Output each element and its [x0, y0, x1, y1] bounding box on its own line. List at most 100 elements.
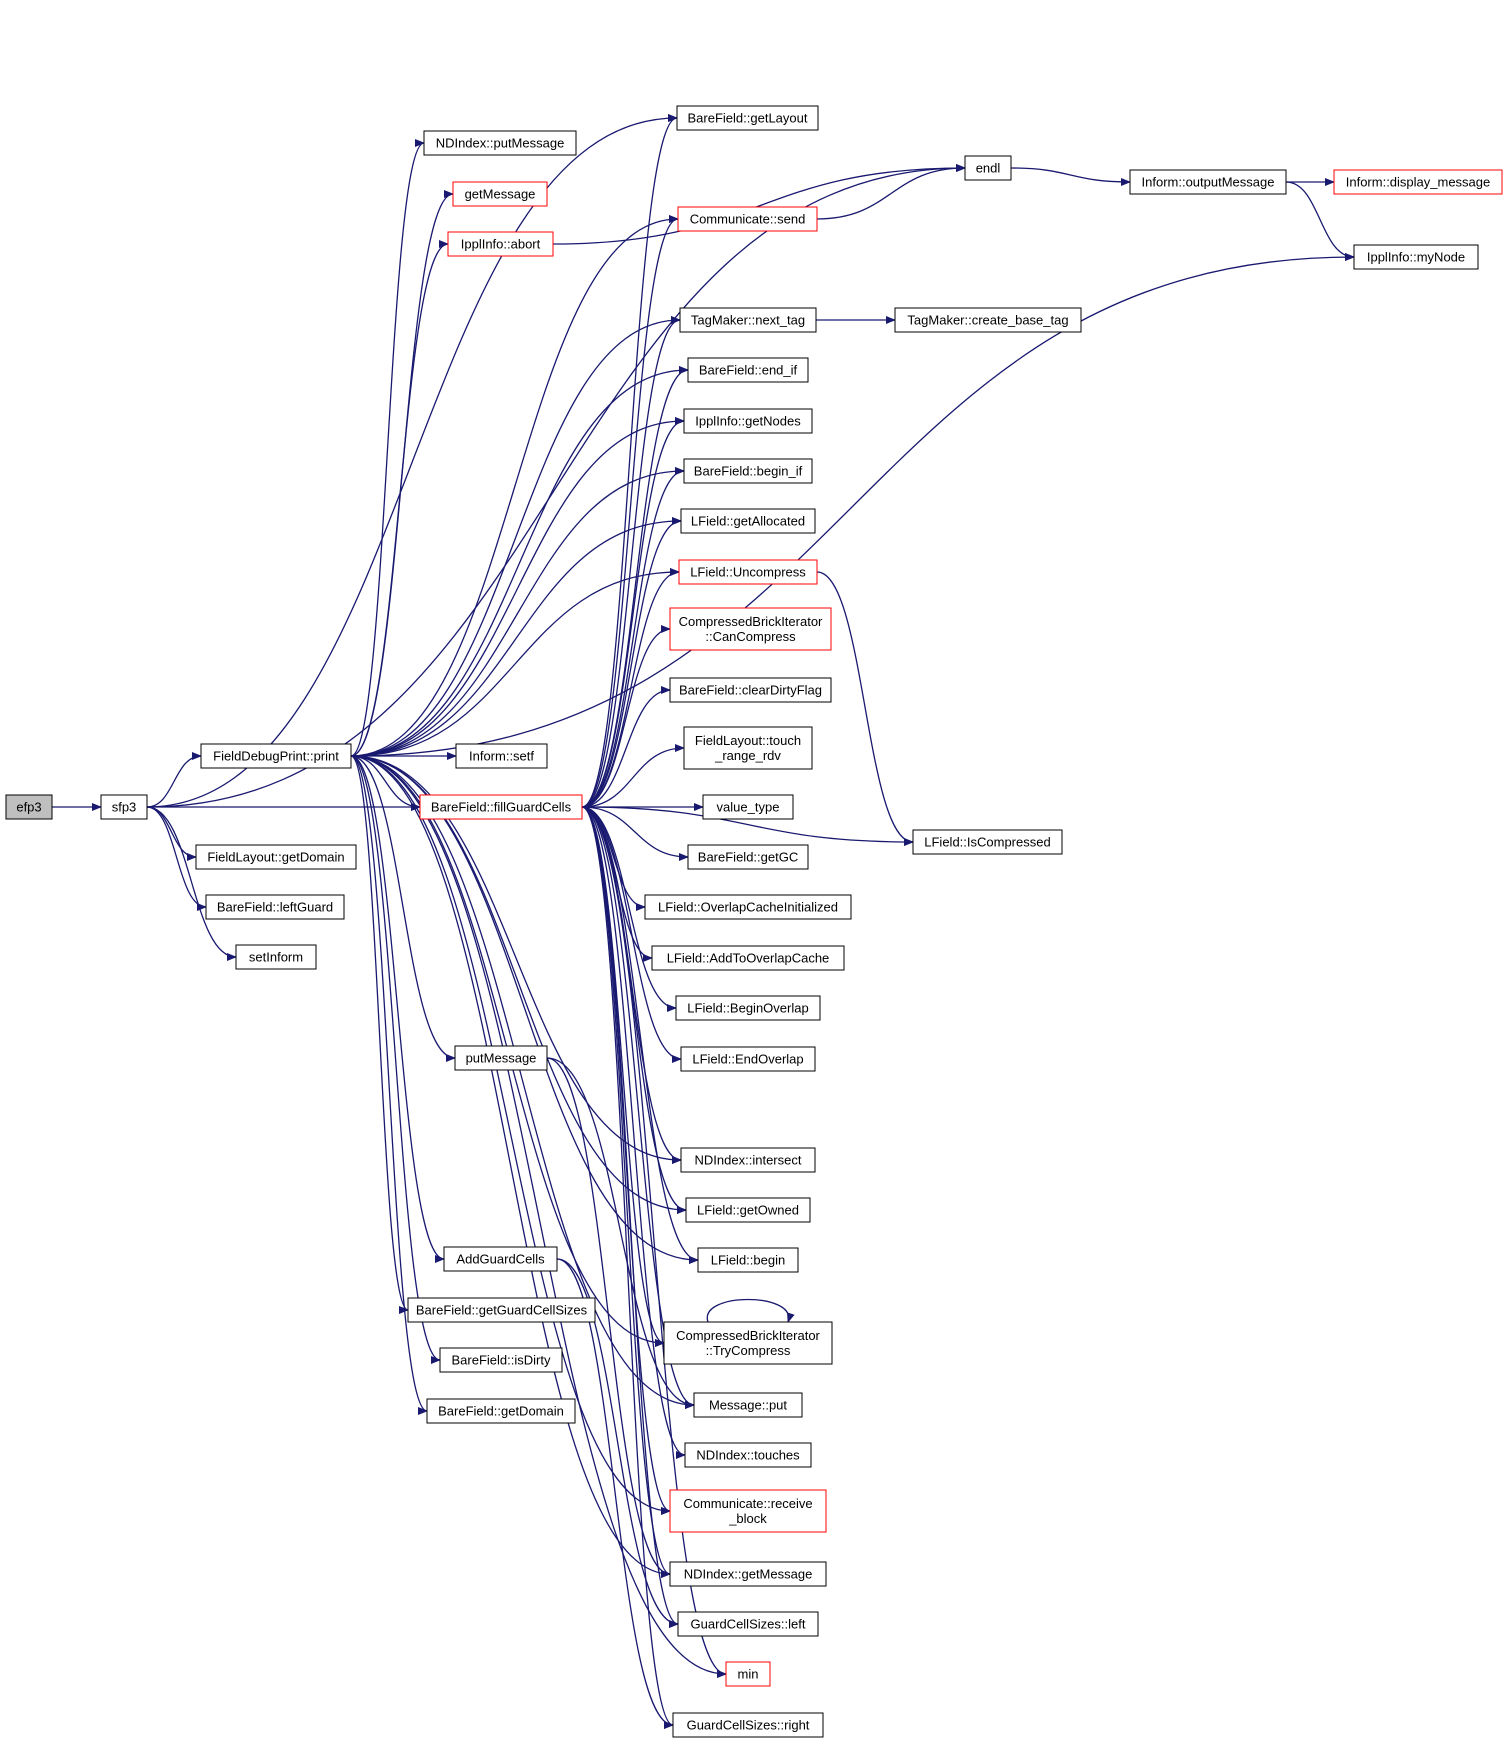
edge-bf-fillguardcells-to-ndi-getmessage: [581, 806, 671, 1578]
node-lf-getallocated[interactable]: LField::getAllocated: [680, 508, 816, 534]
node-label: BareField::isDirty: [452, 1353, 551, 1368]
node-label: FieldDebugPrint::print: [213, 749, 339, 764]
node-box: [452, 181, 548, 207]
node-bf-leftguard[interactable]: BareField::leftGuard: [205, 894, 345, 920]
node-bf-begin-if[interactable]: BareField::begin_if: [683, 458, 813, 484]
node-lf-iscompressed[interactable]: LField::IsCompressed: [912, 829, 1063, 855]
node-lf-beginoverlap[interactable]: LField::BeginOverlap: [675, 995, 821, 1021]
node-box: [912, 829, 1063, 855]
edge-comm-send-to-endl: [816, 164, 966, 220]
node-label: TagMaker::create_base_tag: [907, 313, 1068, 328]
edge-bf-fillguardcells-to-bf-begin-if: [581, 467, 685, 808]
node-lf-uncompress[interactable]: LField::Uncompress: [678, 559, 818, 585]
node-tag-create[interactable]: TagMaker::create_base_tag: [894, 307, 1082, 333]
node-label: BareField::getGC: [698, 850, 798, 865]
node-box: [439, 1347, 563, 1373]
node-ndi-putmessage[interactable]: NDIndex::putMessage: [423, 130, 577, 156]
node-box: [687, 357, 809, 383]
node-msg-put[interactable]: Message::put: [693, 1392, 803, 1418]
node-box: [697, 1247, 799, 1273]
node-min[interactable]: min: [725, 1661, 771, 1687]
node-cbi-cancompress[interactable]: CompressedBrickIterator::CanCompress: [669, 607, 832, 651]
node-ndi-intersect[interactable]: NDIndex::intersect: [680, 1147, 816, 1173]
edge-sfp3-to-fl-getdomain: [146, 806, 197, 861]
node-label: setInform: [249, 950, 303, 965]
node-lf-endoverlap[interactable]: LField::EndOverlap: [680, 1046, 816, 1072]
node-ippl-abort[interactable]: IpplInfo::abort: [447, 231, 554, 257]
node-tag-next[interactable]: TagMaker::next_tag: [679, 307, 817, 333]
node-cbi-trycompress[interactable]: CompressedBrickIterator::TryCompress: [663, 1321, 833, 1365]
node-ippl-mynode[interactable]: IpplInfo::myNode: [1353, 244, 1479, 270]
node-addguardcells[interactable]: AddGuardCells: [443, 1246, 558, 1272]
node-comm-send[interactable]: Communicate::send: [677, 206, 818, 232]
edge-addguardcells-to-gcs-left: [556, 1258, 679, 1628]
node-ndi-touches[interactable]: NDIndex::touches: [684, 1442, 812, 1468]
node-box: [1353, 244, 1479, 270]
node-bf-getlayout[interactable]: BareField::getLayout: [676, 105, 819, 131]
node-sfp3[interactable]: sfp3: [100, 794, 148, 820]
node-bf-getguardcellsizes[interactable]: BareField::getGuardCellSizes: [407, 1297, 596, 1323]
edge-bf-fillguardcells-to-ippl-getnodes: [581, 417, 685, 808]
node-label: TagMaker::next_tag: [691, 313, 805, 328]
node-label: NDIndex::intersect: [695, 1153, 802, 1168]
node-fl-getdomain[interactable]: FieldLayout::getDomain: [195, 844, 357, 870]
node-box: [1333, 169, 1503, 195]
node-label: min: [738, 1667, 759, 1682]
node-fl-touch[interactable]: FieldLayout::touch_range_rdv: [683, 726, 813, 770]
node-efp3[interactable]: efp3: [5, 794, 53, 820]
node-box: [685, 1197, 811, 1223]
node-label: AddGuardCells: [456, 1252, 545, 1267]
node-bf-isdirty[interactable]: BareField::isDirty: [439, 1347, 563, 1373]
node-label: putMessage: [466, 1051, 537, 1066]
node-label: IpplInfo::myNode: [1367, 250, 1465, 265]
node-inform-output[interactable]: Inform::outputMessage: [1129, 169, 1287, 195]
node-gcs-left[interactable]: GuardCellSizes::left: [677, 1611, 819, 1637]
node-comm-receive[interactable]: Communicate::receive_block: [669, 1489, 827, 1533]
node-lf-getowned[interactable]: LField::getOwned: [685, 1197, 811, 1223]
edge-bf-fillguardcells-to-lf-getallocated: [581, 517, 682, 808]
node-lf-overlapinit[interactable]: LField::OverlapCacheInitialized: [644, 894, 852, 920]
node-inform-display[interactable]: Inform::display_message: [1333, 169, 1503, 195]
node-ippl-getnodes[interactable]: IpplInfo::getNodes: [683, 408, 813, 434]
node-bf-getdomain[interactable]: BareField::getDomain: [426, 1398, 576, 1424]
node-lf-begin[interactable]: LField::begin: [697, 1247, 799, 1273]
node-bf-fillguardcells[interactable]: BareField::fillGuardCells: [419, 794, 583, 820]
node-label: IpplInfo::getNodes: [695, 414, 801, 429]
node-value-type[interactable]: value_type: [702, 794, 794, 820]
node-putmessage[interactable]: putMessage: [454, 1045, 548, 1071]
node-label: LField::EndOverlap: [692, 1052, 803, 1067]
node-box: [454, 1045, 548, 1071]
edge-inform-output-to-ippl-mynode: [1285, 181, 1355, 261]
edge-fdp-print-to-ippl-abort: [350, 240, 449, 757]
node-box: [894, 307, 1082, 333]
node-ndi-getmessage[interactable]: NDIndex::getMessage: [669, 1561, 827, 1587]
node-label: LField::AddToOverlapCache: [667, 951, 830, 966]
edge-endl-to-inform-output: [1010, 167, 1131, 186]
node-getmessage[interactable]: getMessage: [452, 181, 548, 207]
node-bf-cleardirty[interactable]: BareField::clearDirtyFlag: [669, 677, 832, 703]
node-bf-getgc[interactable]: BareField::getGC: [687, 844, 809, 870]
edge-bf-fillguardcells-to-lf-uncompress: [581, 568, 680, 808]
node-setinform[interactable]: setInform: [235, 944, 317, 970]
edge-fdp-print-to-comm-send: [350, 215, 679, 757]
node-box: [678, 559, 818, 585]
node-bf-end-if[interactable]: BareField::end_if: [687, 357, 809, 383]
node-label: value_type: [717, 800, 780, 815]
node-inform-setf[interactable]: Inform::setf: [455, 743, 548, 769]
node-box: [443, 1246, 558, 1272]
node-box: [423, 130, 577, 156]
node-lf-addoverlap[interactable]: LField::AddToOverlapCache: [651, 945, 845, 971]
node-box: [100, 794, 148, 820]
node-fdp-print[interactable]: FieldDebugPrint::print: [200, 743, 352, 769]
node-gcs-right[interactable]: GuardCellSizes::right: [672, 1712, 824, 1738]
node-label: BareField::leftGuard: [217, 900, 333, 915]
node-box: [683, 726, 813, 770]
node-label: LField::getOwned: [697, 1203, 799, 1218]
edge-fdp-print-to-addguardcells: [350, 755, 445, 1263]
node-endl[interactable]: endl: [964, 155, 1012, 181]
edge-fdp-print-to-lf-getowned: [350, 755, 687, 1214]
node-label: BareField::fillGuardCells: [431, 800, 572, 815]
node-label: FieldLayout::touch: [695, 733, 801, 748]
edge-bf-fillguardcells-to-ndi-touches: [581, 806, 686, 1459]
